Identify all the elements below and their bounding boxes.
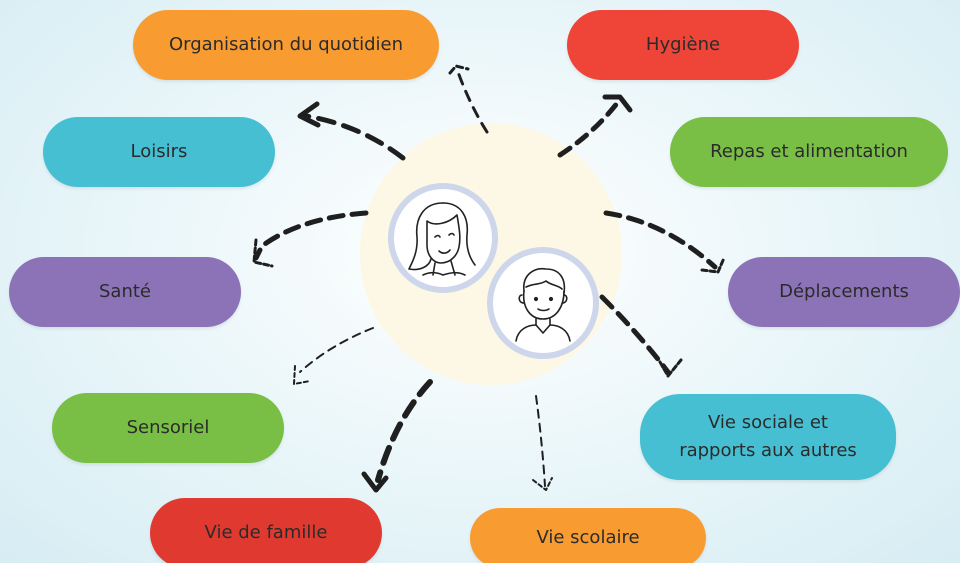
- arrowhead-sensoriel: [293, 365, 311, 385]
- pill-vie-sociale: Vie sociale et rapports aux autres: [640, 394, 896, 480]
- pill-label: Sensoriel: [126, 417, 210, 438]
- pill-label: Loisirs: [130, 141, 188, 162]
- arrowhead-vie-scolaire: [532, 477, 553, 491]
- arrow-vie-scolaire: [535, 395, 546, 487]
- pill-hygiene: Hygiène: [567, 10, 799, 80]
- arrow-vie-famille: [375, 379, 433, 483]
- pill-label: Organisation du quotidien: [168, 34, 404, 55]
- pill-organisation-du-quotidien: Organisation du quotidien: [133, 10, 439, 80]
- pill-label: Vie de famille: [204, 522, 328, 543]
- pill-deplacements: Déplacements: [728, 257, 960, 327]
- pill-label-line2: rapports aux autres: [679, 440, 857, 461]
- arrow-organisation: [456, 70, 489, 134]
- arrow-loisirs: [303, 113, 406, 161]
- boy-face-icon: [515, 267, 571, 342]
- pill-label: Santé: [99, 281, 151, 302]
- arrowhead-organisation: [448, 64, 470, 75]
- pill-repas-et-alimentation: Repas et alimentation: [670, 117, 948, 187]
- arrowhead-vie-sociale: [658, 358, 683, 378]
- pill-label: Vie scolaire: [536, 527, 640, 548]
- pill-label: Hygiène: [645, 34, 721, 55]
- arrow-sensoriel: [299, 327, 374, 373]
- arrow-hygiene: [557, 99, 621, 158]
- arrowhead-vie-famille: [361, 471, 389, 493]
- girl-face-icon: [408, 202, 476, 276]
- pill-label-line1: Vie sociale et: [708, 412, 828, 433]
- arrowhead-sante: [252, 238, 274, 268]
- boy-avatar: [487, 247, 599, 359]
- arrow-deplacements: [603, 210, 718, 270]
- arrow-vie-sociale: [599, 294, 671, 375]
- pill-vie-de-famille: Vie de famille: [150, 498, 382, 563]
- pill-label: Repas et alimentation: [710, 141, 908, 162]
- pill-sante: Santé: [9, 257, 241, 327]
- arrow-sante: [253, 210, 369, 261]
- pill-vie-scolaire: Vie scolaire: [470, 508, 706, 563]
- pill-label: Déplacements: [779, 281, 909, 302]
- arrowhead-deplacements: [700, 256, 726, 274]
- girl-avatar: [388, 183, 498, 293]
- arrowhead-loisirs: [297, 101, 321, 128]
- pill-loisirs: Loisirs: [43, 117, 275, 187]
- pill-sensoriel: Sensoriel: [52, 393, 284, 463]
- arrowhead-hygiene: [602, 94, 633, 113]
